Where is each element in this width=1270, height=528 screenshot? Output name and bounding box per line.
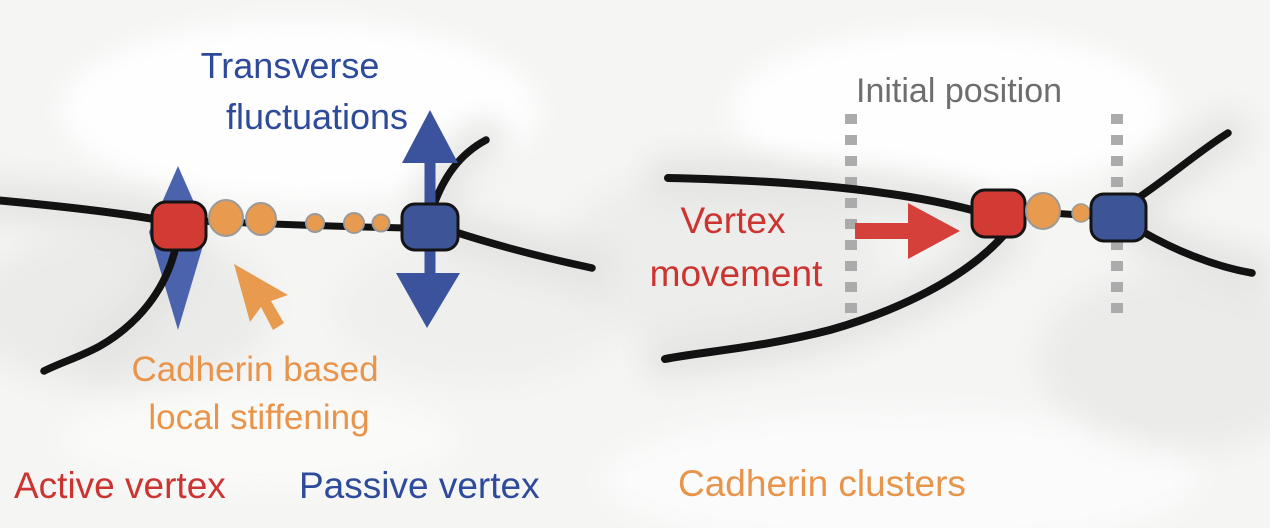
legend-cadherin-clusters: Cadherin clusters	[678, 463, 966, 504]
legend-active-vertex: Active vertex	[14, 465, 226, 506]
passive-vertex-marker-right	[1089, 192, 1148, 243]
membrane-curve-descending-left	[40, 242, 180, 375]
transverse-arrow-up-icon	[402, 110, 458, 208]
cadherin-cluster	[1025, 192, 1061, 230]
cursor-icon	[234, 264, 288, 330]
membrane-branch-upper-left-panel	[429, 136, 490, 211]
membrane-branch-lower-left-panel	[448, 227, 596, 272]
cadherin-cluster	[1071, 203, 1091, 223]
cadherin-cluster	[371, 213, 391, 233]
vertex-movement-arrow-icon	[855, 203, 960, 259]
cadherin-stiffening-label-line2: local stiffening	[148, 398, 370, 437]
cadherin-cluster	[208, 199, 244, 237]
vertex-movement-label-line2: movement	[649, 253, 823, 294]
cadherin-cluster	[343, 212, 365, 234]
transverse-fluctuations-label-line2: fluctuations	[225, 96, 409, 137]
cadherin-cluster	[245, 202, 277, 236]
membrane-branch-lower-right	[1134, 225, 1256, 277]
vertex-movement-label-line1: Vertex	[680, 200, 786, 241]
active-vertex-marker-right	[970, 188, 1027, 239]
legend-passive-vertex: Passive vertex	[299, 465, 540, 506]
active-vertex-marker-left	[150, 200, 208, 252]
cadherin-stiffening-label-line1: Cadherin based	[131, 350, 379, 389]
initial-position-label: Initial position	[856, 72, 1063, 110]
membrane-branch-upper-right	[1134, 129, 1232, 202]
transverse-fluctuations-label-line1: Transverse	[200, 45, 380, 86]
membrane-curve-upper-left-right-panel	[664, 174, 976, 214]
passive-vertex-marker-left	[400, 202, 460, 252]
cadherin-cluster	[305, 213, 325, 233]
membrane-curve-sweeping-right-panel	[661, 232, 1007, 363]
cadherin-cluster-chain	[208, 199, 391, 237]
